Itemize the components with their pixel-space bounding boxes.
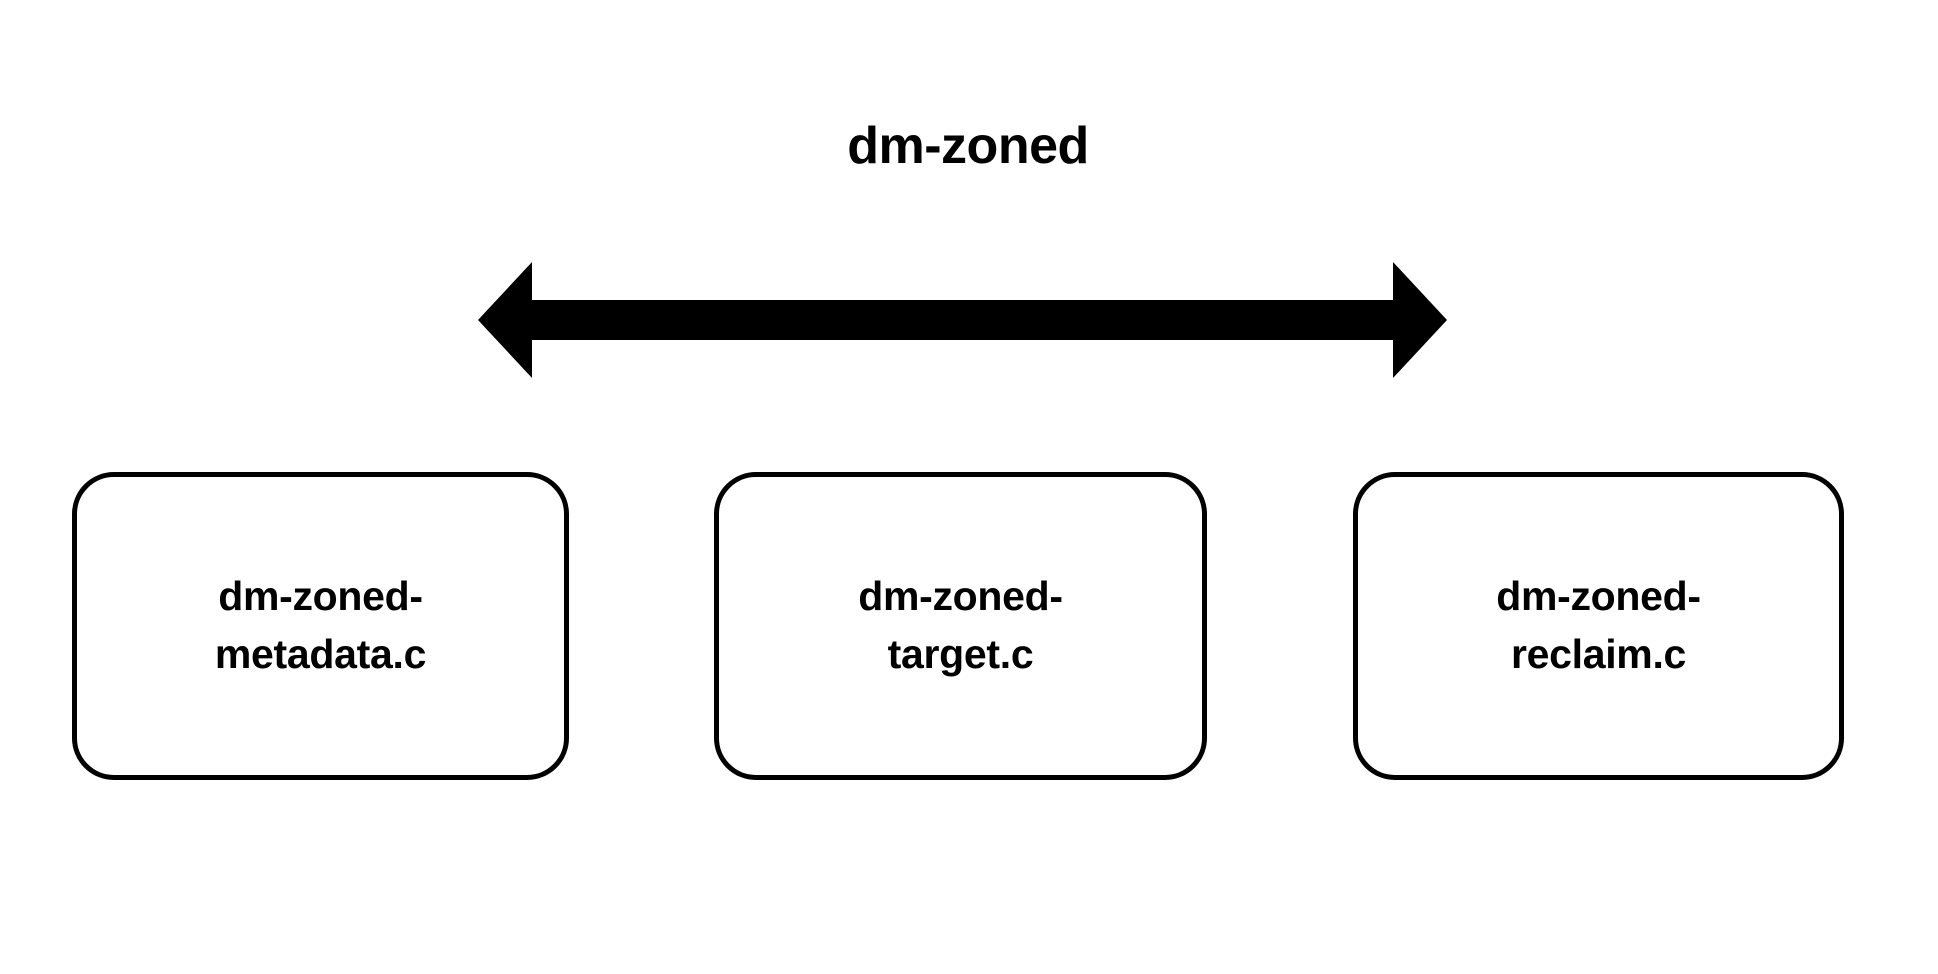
double-headed-arrow-icon: [478, 262, 1447, 378]
module-boxes-row: dm-zoned- metadata.c dm-zoned- target.c …: [0, 472, 1938, 784]
page-title-text: dm-zoned: [847, 117, 1089, 175]
dm-zoned-span-arrow: [470, 252, 1455, 388]
page-title: dm-zoned: [0, 117, 1938, 175]
node-label: dm-zoned- reclaim.c: [1496, 573, 1701, 677]
node-label: dm-zoned- metadata.c: [214, 573, 427, 677]
node-dm-zoned-target[interactable]: dm-zoned- target.c: [714, 472, 1207, 780]
node-label: dm-zoned- target.c: [858, 573, 1063, 677]
node-dm-zoned-metadata[interactable]: dm-zoned- metadata.c: [72, 472, 569, 780]
node-dm-zoned-reclaim[interactable]: dm-zoned- reclaim.c: [1353, 472, 1844, 780]
